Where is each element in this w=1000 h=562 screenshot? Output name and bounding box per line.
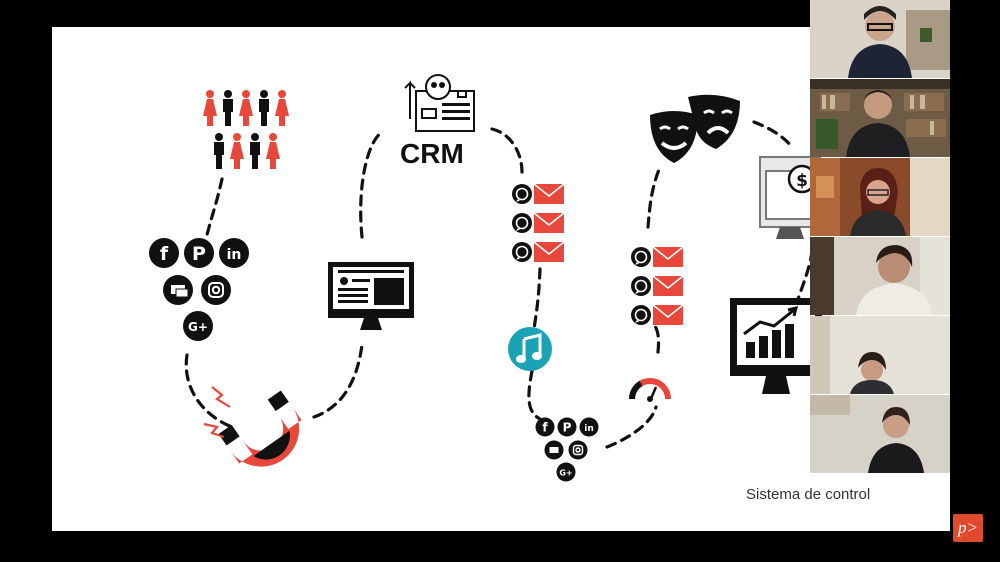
svg-text:f: f: [160, 243, 169, 265]
participant-tile-2[interactable]: [810, 79, 950, 157]
participant-video: [810, 237, 950, 315]
email-icon: [652, 246, 684, 268]
participant-video: [810, 316, 950, 394]
participant-tile-4[interactable]: [810, 237, 950, 315]
instagram-icon: [568, 440, 588, 460]
crm-label: CRM: [400, 138, 464, 169]
svg-text:$: $: [796, 171, 808, 191]
linkedin-icon: in: [579, 417, 599, 437]
social-icons-cluster-small: f P in G+: [535, 417, 599, 482]
participant-video: [810, 0, 950, 78]
google-plus-icon: G+: [183, 311, 213, 341]
whatsapp-icon: [511, 183, 533, 205]
svg-text:in: in: [584, 424, 594, 434]
pinterest-icon: P: [184, 238, 214, 268]
email-icon: [533, 212, 565, 234]
analytics-monitor-icon: [730, 298, 822, 394]
presentation-slide: f P in G+: [52, 27, 950, 531]
email-icon: [652, 304, 684, 326]
crm-icon: [404, 74, 475, 132]
pinterest-icon: P: [557, 417, 577, 437]
whatsapp-icon: [511, 241, 533, 263]
app-logo-button[interactable]: p>: [953, 514, 983, 542]
instagram-icon: [201, 275, 231, 305]
whatsapp-icon: [630, 275, 652, 297]
messaging-stack-2: [630, 246, 684, 326]
spark-lines: [203, 386, 231, 439]
chat-icon: [544, 440, 564, 460]
svg-text:in: in: [227, 247, 242, 263]
theater-masks-icon: [650, 94, 740, 163]
whatsapp-icon: [511, 212, 533, 234]
svg-text:G+: G+: [559, 469, 572, 478]
email-icon: [533, 183, 565, 205]
music-note-icon: [508, 327, 552, 371]
people-crowd-icon: [203, 90, 289, 169]
svg-text:P: P: [563, 421, 572, 435]
linkedin-icon: in: [219, 238, 249, 268]
social-icons-cluster: f P in G+: [149, 238, 249, 341]
magnet-icon: [218, 390, 302, 467]
website-monitor-icon: [328, 262, 414, 330]
svg-text:G+: G+: [188, 320, 208, 334]
dashed-flow-path: [184, 120, 814, 449]
participant-video: [810, 79, 950, 157]
participant-tile-5[interactable]: [810, 316, 950, 394]
svg-text:P: P: [192, 243, 206, 265]
participant-tile-6[interactable]: [810, 395, 950, 473]
participant-tile-3[interactable]: [810, 158, 950, 236]
email-icon: [652, 275, 684, 297]
whatsapp-icon: [630, 246, 652, 268]
participant-video: [810, 395, 950, 473]
speedometer-icon: [628, 378, 671, 402]
facebook-icon: f: [149, 238, 179, 268]
slide-canvas: f P in G+: [149, 74, 822, 482]
email-icon: [533, 241, 565, 263]
participant-video: [810, 158, 950, 236]
chat-icon: [163, 275, 193, 305]
participant-tile-1[interactable]: [810, 0, 950, 78]
google-plus-icon: G+: [556, 462, 576, 482]
whatsapp-icon: [630, 304, 652, 326]
messaging-stack: [511, 183, 565, 263]
facebook-icon: f: [535, 417, 555, 437]
slide-caption: Sistema de control: [746, 486, 871, 503]
svg-text:f: f: [542, 421, 548, 435]
